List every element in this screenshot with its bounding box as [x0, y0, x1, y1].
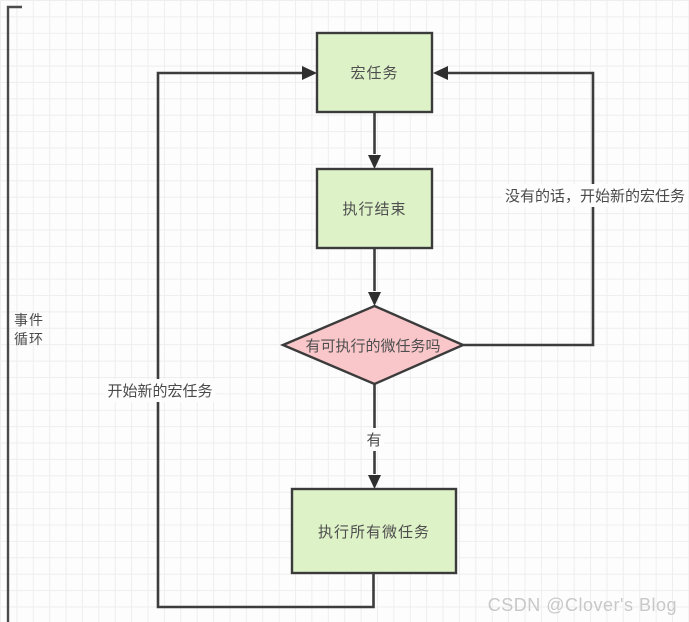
- arrowhead-into-execution-end: [368, 155, 381, 169]
- arrowhead-into-macro-task-right: [433, 66, 448, 80]
- node-macro-task: [315, 31, 434, 114]
- event-loop-frame-line: [6, 5, 22, 622]
- arrowhead-into-decision: [368, 292, 381, 306]
- yes-edge-label: 有: [363, 428, 385, 451]
- node-run-all-microtasks: [290, 487, 458, 575]
- node-microtask-decision: [279, 304, 466, 386]
- csdn-watermark: CSDN @Clover's Blog: [487, 595, 677, 615]
- connector-no-loop-right: [448, 71, 595, 347]
- no-start-new-macro-task-label: 没有的话，开始新的宏任务: [502, 184, 689, 207]
- arrowhead-into-run-microtasks: [368, 475, 381, 489]
- event-loop-label: 事件循环: [14, 313, 44, 348]
- start-new-macro-task-label: 开始新的宏任务: [104, 379, 216, 402]
- connector-restart-loop-left: [156, 71, 375, 609]
- arrowhead-into-macro-task-left: [302, 66, 317, 80]
- node-execution-end: [315, 167, 434, 250]
